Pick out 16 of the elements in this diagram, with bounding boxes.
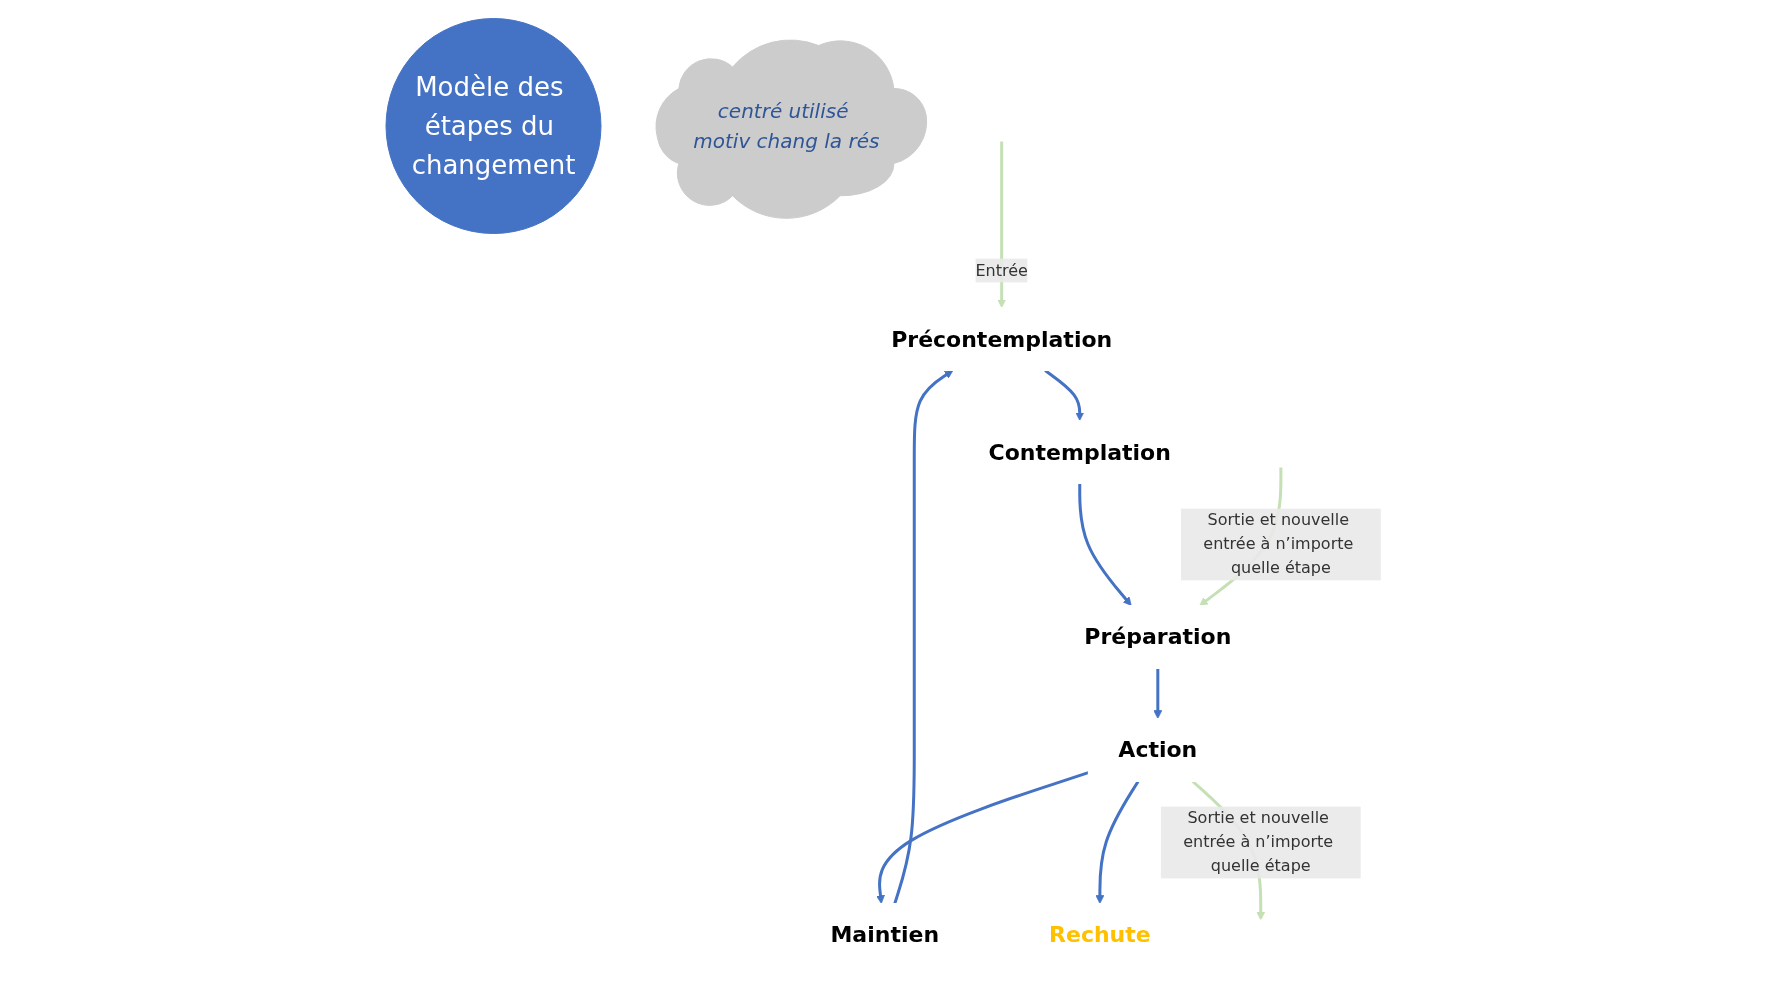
edge-label: Entrée xyxy=(975,260,1028,280)
node-circle: Modèle des étapes du changement xyxy=(385,18,602,234)
arrow xyxy=(1095,780,1140,904)
node-text: Rechute xyxy=(1049,922,1151,948)
arrow xyxy=(1044,369,1085,421)
node-text: Action xyxy=(1118,737,1198,763)
arrow xyxy=(876,771,1089,904)
arrow xyxy=(1078,483,1132,606)
edge-label: Sortie et nouvelle entrée à n’importe quelle étape xyxy=(1203,510,1354,578)
arrow xyxy=(893,370,954,904)
node-text: Préparation xyxy=(1084,624,1232,650)
node-text: Maintien xyxy=(830,922,940,948)
node-text: Contemplation xyxy=(988,439,1171,465)
node-text: Précontemplation xyxy=(891,326,1113,352)
edge-label: Sortie et nouvelle entrée à n’importe quelle étape xyxy=(1183,808,1334,876)
arrow xyxy=(1153,668,1163,719)
